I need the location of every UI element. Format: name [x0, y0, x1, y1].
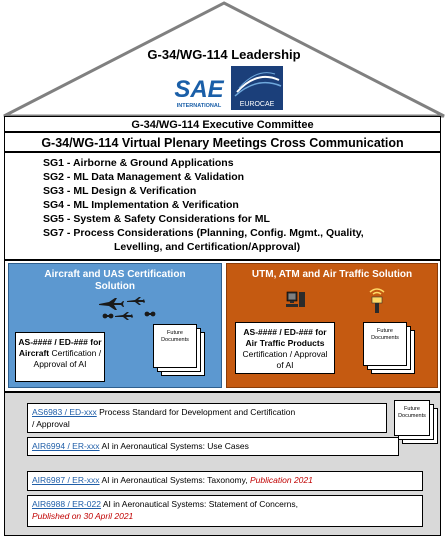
executive-committee-bar: G-34/WG-114 Executive Committee [4, 116, 441, 132]
subgroup-item: SG3 - ML Design & Verification [43, 185, 197, 197]
atm-box-line3: Certification / Approval [242, 349, 328, 359]
eurocae-logo: EUROCAE [231, 66, 283, 110]
atm-panel-title: UTM, ATM and Air Traffic Solution [251, 269, 413, 280]
document-row-air6987: AIR6987 / ER-xxx AI in Aeronautical Syst… [27, 471, 423, 491]
eurocae-logo-text: EUROCAE [240, 101, 275, 108]
document-link[interactable]: AIR6988 / ER-022 [32, 499, 101, 509]
sae-logo-subtext: INTERNATIONAL [177, 103, 222, 109]
subgroup-item: SG2 - ML Data Management & Validation [43, 171, 245, 183]
aircraft-uas-panel: Aircraft and UAS Certification Solution … [8, 263, 222, 388]
atm-standard-box: AS-#### / ED-### for Air Traffic Product… [235, 322, 335, 374]
utm-atm-panel: UTM, ATM and Air Traffic Solution AS-###… [226, 263, 438, 388]
subgroup-item: SG1 - Airborne & Ground Applications [43, 157, 234, 169]
document-title: AI in Aeronautical Systems: Taxonomy, [101, 475, 248, 485]
atm-box-line1: AS-#### / ED-### for [243, 327, 327, 337]
document-row-as6983: AS6983 / ED-xxx Process Standard for Dev… [27, 403, 387, 433]
document-link[interactable]: AIR6994 / ER-xxx [32, 441, 100, 451]
aircraft-standard-box: AS-#### / ED-### for Aircraft Certificat… [15, 332, 105, 382]
control-tower-icon [369, 288, 385, 313]
document-title: AI in Aeronautical Systems: Statement of… [102, 499, 299, 509]
aircraft-box-rest1: Certification / [51, 348, 102, 358]
atm-future-documents: Future Documents [363, 322, 407, 366]
sae-logo-text: SAE [174, 76, 224, 103]
document-title: AI in Aeronautical Systems: Use Cases [101, 441, 249, 451]
document-link[interactable]: AIR6987 / ER-xxx [32, 475, 100, 485]
documents-foundation: Future Documents AS6983 / ED-xxx Process… [4, 392, 441, 536]
leadership-title: G-34/WG-114 Leadership [147, 47, 301, 62]
sae-logo: SAE INTERNATIONAL [173, 70, 225, 110]
document-link[interactable]: AS6983 / ED-xxx [32, 407, 97, 417]
document-title-continued: / Approval [32, 419, 70, 429]
document-note: Publication 2021 [250, 475, 313, 485]
document-row-air6988: AIR6988 / ER-022 AI in Aeronautical Syst… [27, 495, 423, 527]
aircraft-box-bold: Aircraft [18, 348, 50, 358]
atm-box-line4: of AI [276, 360, 294, 370]
subgroup-item: SG7 - Process Considerations (Planning, … [43, 227, 364, 239]
document-title: Process Standard for Development and Cer… [99, 407, 296, 417]
aircraft-and-drones-icon [99, 297, 156, 320]
aircraft-box-prefix: AS-#### / ED-### for [18, 337, 102, 347]
aircraft-box-rest2: Approval of AI [33, 359, 87, 369]
aircraft-panel-title-line2: Solution [95, 281, 135, 292]
aircraft-panel-title-line1: Aircraft and UAS Certification [44, 269, 186, 280]
atm-box-bold: Air Traffic Products [245, 338, 325, 348]
document-row-air6994: AIR6994 / ER-xxx AI in Aeronautical Syst… [27, 437, 399, 456]
subgroup-item: SG4 - ML Implementation & Verification [43, 199, 239, 211]
subgroup-item: SG5 - System & Safety Considerations for… [43, 213, 270, 225]
document-note: Published on 30 April 2021 [32, 511, 134, 521]
aircraft-future-documents: Future Documents [153, 324, 197, 368]
plenary-meetings-bar: G-34/WG-114 Virtual Plenary Meetings Cro… [4, 132, 441, 152]
computer-icon [286, 291, 305, 307]
subgroup-item-continued: Levelling, and Certification/Approval) [114, 241, 301, 253]
bottom-future-documents: Future Documents [394, 400, 430, 436]
subgroups-box: SG1 - Airborne & Ground Applications SG2… [4, 152, 441, 260]
